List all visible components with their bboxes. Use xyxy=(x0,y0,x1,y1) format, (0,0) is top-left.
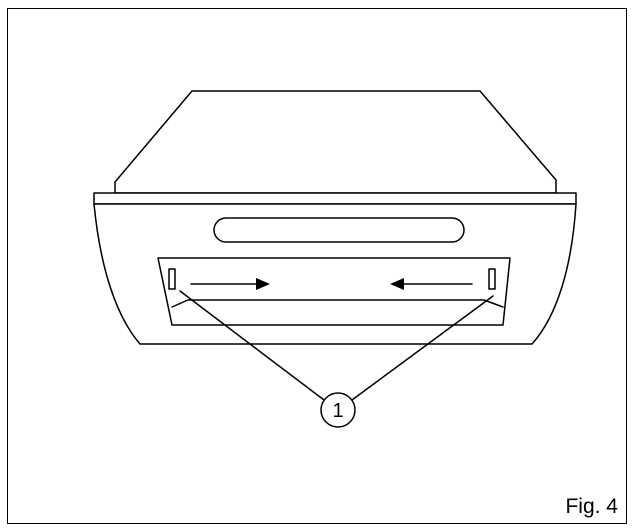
figure-frame xyxy=(7,8,627,524)
lower-panel xyxy=(157,257,511,326)
panel-inner-edge xyxy=(171,299,504,308)
callout-leader-left xyxy=(179,290,325,401)
right-arrow xyxy=(190,278,270,290)
body-top-band xyxy=(93,192,577,205)
left-arrow xyxy=(390,278,473,290)
right-clip xyxy=(488,268,496,290)
callout-number: 1 xyxy=(332,400,343,422)
upper-housing xyxy=(114,90,557,194)
callout-leader-right xyxy=(351,295,494,401)
oval-handle xyxy=(213,217,465,243)
figure-caption: Fig. 4 xyxy=(565,495,618,518)
left-clip xyxy=(168,268,176,290)
callout-circle xyxy=(320,392,356,428)
